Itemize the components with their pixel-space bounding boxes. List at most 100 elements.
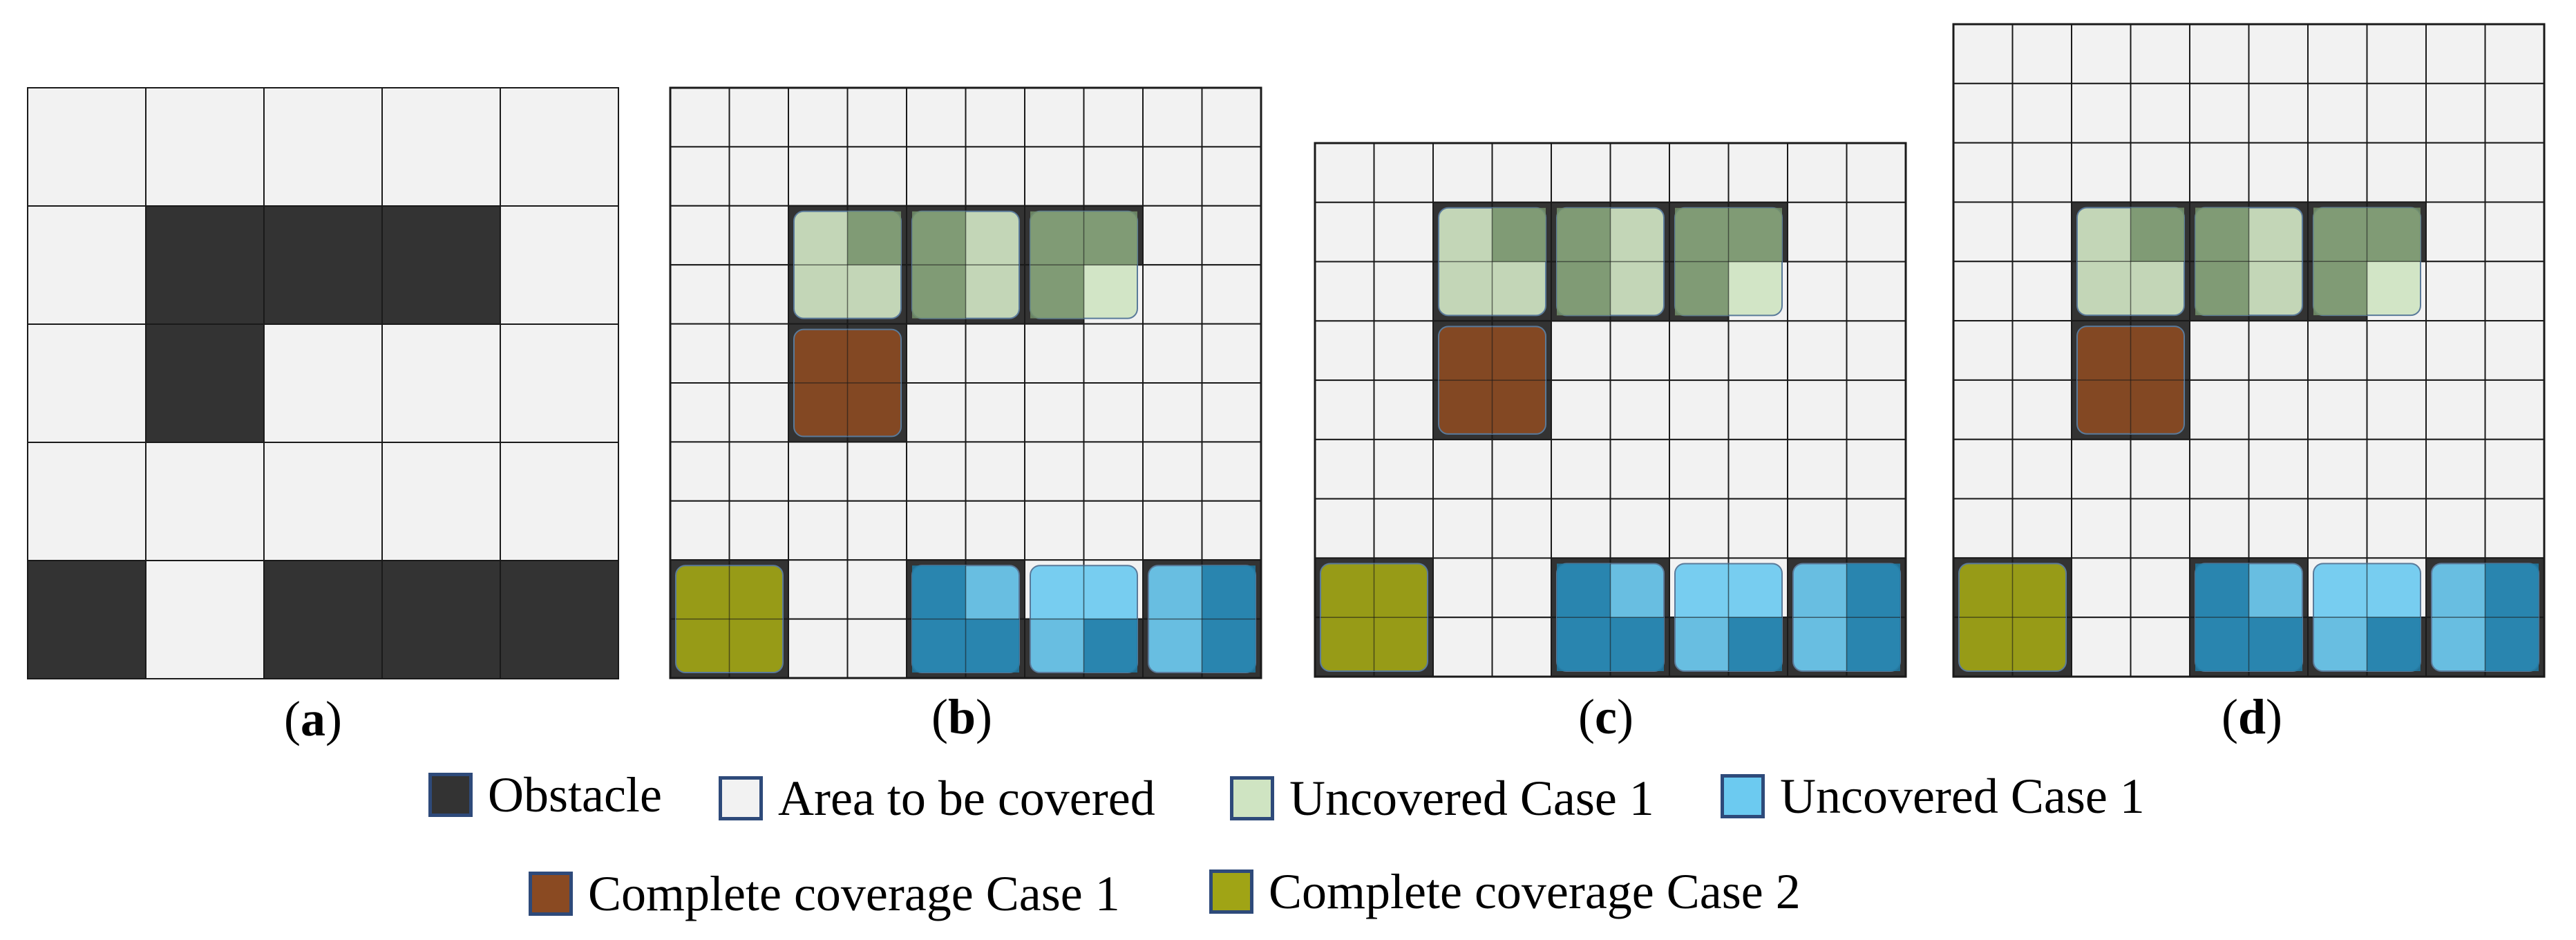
free-cell	[2307, 498, 2368, 559]
free-cell	[1953, 201, 2014, 263]
free-cell	[2011, 82, 2072, 144]
legend-swatch-uncovered-blue	[1721, 774, 1765, 818]
free-cell	[2484, 24, 2545, 84]
free-cell	[965, 441, 1025, 502]
free-cell	[1787, 438, 1848, 500]
free-cell	[2189, 24, 2250, 84]
uncovered-blue-block-overlap	[912, 565, 966, 619]
free-cell	[2307, 24, 2368, 84]
uncovered-green-block-overlap	[2313, 207, 2367, 262]
free-cell	[1142, 146, 1203, 207]
free-cell	[27, 87, 146, 207]
free-cell	[2366, 498, 2427, 559]
free-cell	[2248, 24, 2309, 84]
legend-item-area: Area to be covered	[719, 771, 1155, 826]
free-cell	[1314, 201, 1375, 263]
uncovered-blue-block-overlap	[2248, 617, 2302, 671]
free-cell	[1787, 379, 1848, 440]
free-cell	[263, 87, 383, 207]
uncovered-blue-block-overlap	[965, 619, 1019, 673]
free-cell	[1024, 146, 1085, 207]
uncovered-blue-block-overlap	[1202, 565, 1256, 619]
legend-item-complete-1: Complete coverage Case 1	[529, 866, 1120, 921]
free-cell	[1373, 201, 1434, 263]
uncovered-blue-block-overlap	[1557, 617, 1611, 671]
uncovered-green-block-overlap	[1557, 207, 1611, 262]
free-cell	[2366, 320, 2427, 381]
free-cell	[1953, 498, 2014, 559]
free-cell	[2189, 142, 2250, 203]
free-cell	[2248, 82, 2309, 144]
free-cell	[1314, 261, 1375, 322]
free-cell	[2189, 498, 2250, 559]
legend-swatch-complete-1	[529, 872, 573, 916]
free-cell	[1314, 379, 1375, 440]
free-cell	[2011, 24, 2072, 84]
free-cell	[145, 442, 265, 561]
free-cell	[1551, 379, 1611, 440]
free-cell	[846, 87, 907, 148]
panel-border-d	[1952, 23, 2546, 678]
free-cell	[670, 87, 730, 148]
free-cell	[2071, 24, 2132, 84]
legend-swatch-uncovered-green	[1230, 776, 1274, 820]
free-cell	[1373, 320, 1434, 382]
free-cell	[1024, 87, 1085, 148]
legend-label-uncovered-green: Uncovered Case 1	[1289, 770, 1654, 826]
free-cell	[2425, 82, 2486, 144]
free-cell	[788, 441, 849, 502]
free-cell	[1727, 498, 1788, 559]
free-cell	[2248, 320, 2309, 381]
free-cell	[2366, 82, 2427, 144]
free-cell	[1373, 438, 1434, 500]
free-cell	[1846, 498, 1906, 559]
panel-border-b	[669, 86, 1262, 679]
obstacle-cell	[145, 323, 265, 443]
uncovered-green-block-overlap	[912, 211, 966, 265]
free-cell	[2366, 379, 2427, 440]
legend-label-uncovered-blue: Uncovered Case 1	[1780, 768, 2145, 824]
free-cell	[2130, 438, 2190, 500]
free-cell	[2011, 261, 2072, 322]
legend-item-obstacle: Obstacle	[428, 767, 662, 822]
free-cell	[728, 205, 789, 266]
uncovered-green-block-overlap	[1728, 207, 1782, 262]
panel-label-a: (a)	[284, 691, 342, 746]
free-cell	[2248, 498, 2309, 559]
free-cell	[1669, 379, 1730, 440]
free-cell	[2130, 82, 2190, 144]
free-cell	[2011, 320, 2072, 381]
free-cell	[1314, 320, 1375, 382]
free-cell	[2425, 320, 2486, 381]
free-cell	[788, 559, 849, 620]
free-cell	[1669, 142, 1730, 203]
uncovered-blue-block-overlap	[2195, 563, 2249, 618]
free-cell	[2307, 320, 2368, 381]
free-cell	[2189, 82, 2250, 144]
uncovered-green-block-overlap	[847, 211, 901, 265]
free-cell	[1551, 438, 1611, 500]
free-cell	[1669, 438, 1730, 500]
free-cell	[2011, 438, 2072, 500]
free-cell	[1846, 379, 1906, 440]
free-cell	[728, 87, 789, 148]
free-cell	[728, 323, 789, 384]
free-cell	[27, 442, 146, 561]
free-cell	[1024, 382, 1085, 443]
free-cell	[670, 146, 730, 207]
legend-item-uncovered-green: Uncovered Case 1	[1230, 771, 1654, 826]
uncovered-green-block-overlap	[1492, 207, 1546, 262]
free-cell	[1373, 379, 1434, 440]
free-cell	[965, 87, 1025, 148]
uncovered-blue-block-overlap	[1083, 619, 1137, 673]
uncovered-blue-block-overlap	[912, 619, 966, 673]
uncovered-blue-block-overlap	[1610, 617, 1664, 671]
free-cell	[1373, 142, 1434, 203]
free-cell	[2071, 438, 2132, 500]
free-cell	[1083, 382, 1144, 443]
free-cell	[2484, 498, 2545, 559]
uncovered-blue-block-overlap	[1557, 563, 1611, 618]
free-cell	[1727, 142, 1788, 203]
obstacle-cell	[381, 560, 501, 679]
free-cell	[965, 323, 1025, 384]
